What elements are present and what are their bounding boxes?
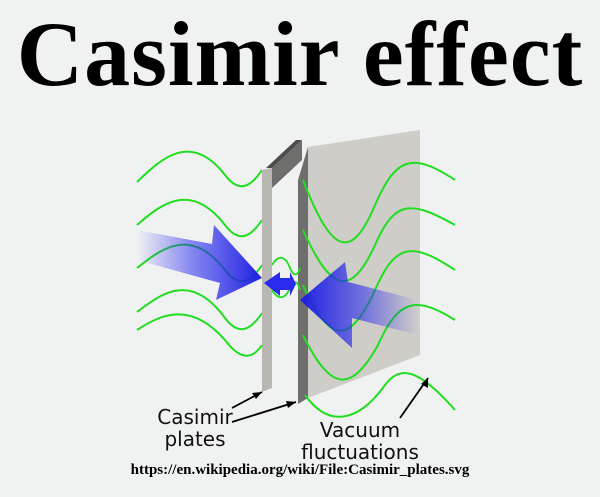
wave-line bbox=[302, 161, 456, 244]
force-arrow-left bbox=[137, 225, 262, 300]
small-force-arrows bbox=[264, 272, 296, 296]
page-title: Casimir effect bbox=[16, 3, 584, 105]
label-line: Casimir bbox=[157, 405, 233, 429]
wave-line bbox=[302, 207, 456, 283]
casimir-plates-label: Casimir plates bbox=[150, 406, 240, 450]
label-line: fluctuations bbox=[301, 440, 419, 464]
source-url: https://en.wikipedia.org/wiki/File:Casim… bbox=[130, 462, 470, 478]
force-arrow-right bbox=[300, 262, 418, 348]
left-plate bbox=[262, 140, 302, 392]
wave-line bbox=[302, 304, 456, 381]
wave-line bbox=[136, 198, 263, 238]
vacuum-waves-lower-left bbox=[136, 313, 263, 357]
label-line: Vacuum bbox=[319, 418, 401, 442]
wave-line bbox=[136, 150, 263, 188]
wave-line bbox=[136, 289, 263, 331]
vacuum-fluctuations-label: Vacuum fluctuations bbox=[300, 419, 420, 463]
right-plate bbox=[298, 130, 420, 404]
wave-line bbox=[136, 313, 263, 357]
label-line: plates bbox=[164, 427, 226, 451]
